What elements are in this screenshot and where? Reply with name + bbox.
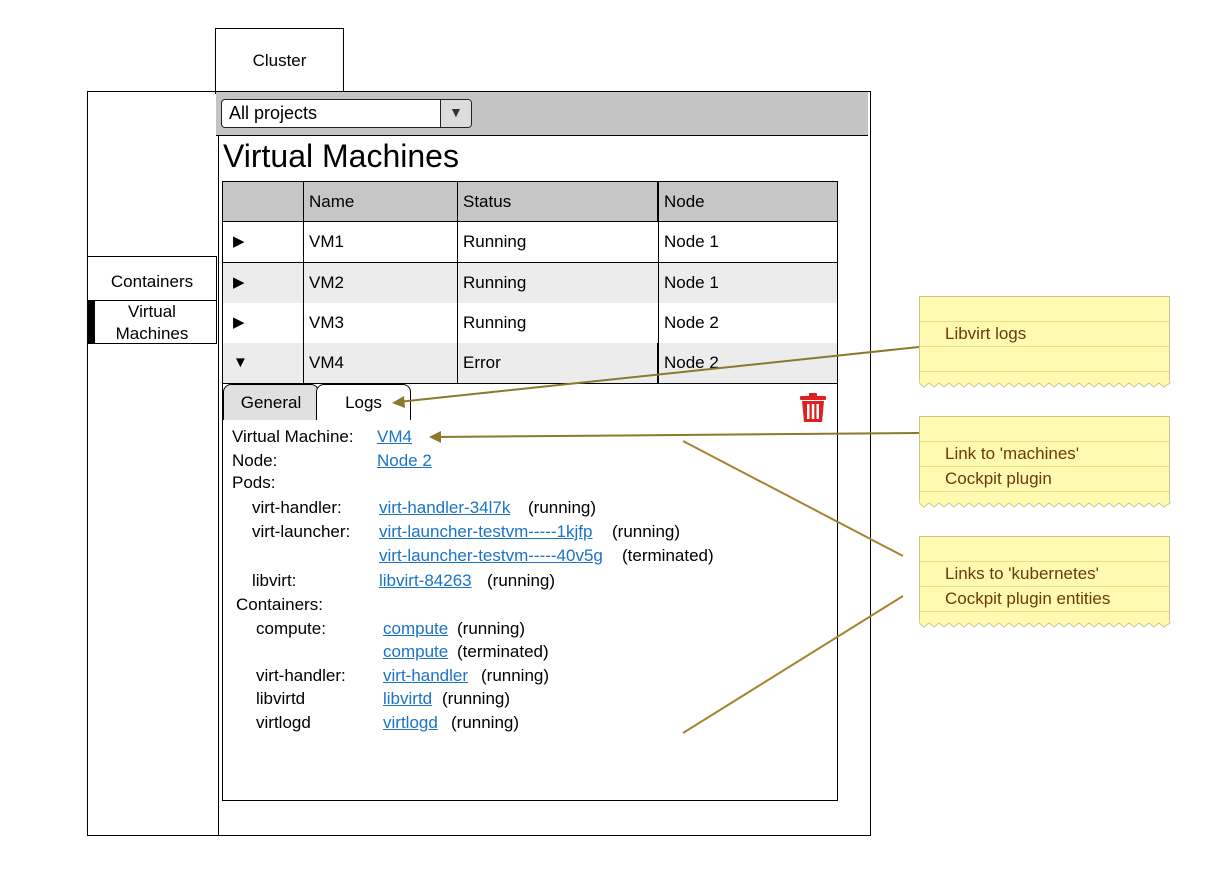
container-state: (running): [442, 689, 511, 708]
vm-detail-panel: [222, 383, 838, 801]
collapse-toggle-icon[interactable]: ▼: [223, 343, 304, 383]
label-virt-launcher: virt-launcher:: [252, 522, 351, 541]
sidebar-item-virtual-machines[interactable]: Virtual Machines: [87, 300, 217, 344]
virt-launcher-pod-link-1[interactable]: virt-launcher-testvm-----1kjfp: [379, 522, 593, 541]
annotation-note-libvirt-logs: Libvirt logs: [919, 296, 1171, 388]
sidebar-item-label: Containers: [110, 272, 194, 291]
note-text: Libvirt logs: [945, 324, 1027, 343]
expand-toggle-icon[interactable]: ▶: [223, 222, 304, 262]
label-pods: Pods:: [232, 473, 276, 492]
connector-kubernetes-bottom: [682, 595, 904, 734]
arrowhead-icon: [429, 431, 441, 443]
label-libvirt: libvirt:: [252, 571, 297, 590]
label-virtlogd: virtlogd: [256, 713, 311, 732]
container-state: (terminated): [457, 642, 549, 661]
delete-button[interactable]: [799, 393, 827, 423]
vm-node: Node 2: [664, 353, 719, 372]
vm-name: VM2: [303, 263, 458, 303]
note-text: Cockpit plugin: [945, 469, 1052, 488]
libvirtd-container-link[interactable]: libvirtd: [383, 689, 433, 708]
label-node: Node:: [232, 451, 278, 470]
cluster-tab[interactable]: Cluster: [215, 28, 344, 94]
project-select-value: All projects: [229, 103, 318, 123]
connector-kubernetes-top: [682, 440, 904, 557]
connector-machines: [435, 432, 920, 438]
pod-state: (terminated): [622, 546, 714, 565]
vm-status: Error: [457, 343, 659, 383]
label-container-virt-handler: virt-handler:: [256, 666, 346, 685]
annotation-note-machines-link: Link to 'machines' Cockpit plugin: [919, 416, 1171, 508]
table-row[interactable]: ▶ VM3 Running Node 2: [222, 303, 838, 344]
virt-launcher-pod-link-2[interactable]: virt-launcher-testvm-----40v5g: [379, 546, 603, 565]
vm-name: VM1: [303, 222, 458, 262]
container-state: (running): [481, 666, 550, 685]
pod-state: (running): [612, 522, 681, 541]
table-row-expanded[interactable]: ▼ VM4 Error Node 2: [222, 343, 838, 384]
pod-state: (running): [528, 498, 597, 517]
label-virt-handler: virt-handler:: [252, 498, 342, 517]
project-select[interactable]: All projects ▼: [221, 99, 472, 128]
note-text: Link to 'machines': [945, 444, 1080, 463]
container-state: (running): [451, 713, 520, 732]
label-libvirtd: libvirtd: [256, 689, 306, 708]
vm-name: VM4: [303, 343, 458, 383]
expand-toggle-icon[interactable]: ▶: [223, 303, 304, 343]
virt-handler-container-link[interactable]: virt-handler: [383, 666, 469, 685]
virt-handler-pod-link[interactable]: virt-handler-34l7k: [379, 498, 511, 517]
sidebar: [87, 91, 219, 836]
vm-name: VM3: [303, 303, 458, 343]
page-title: Virtual Machines: [223, 138, 459, 174]
expand-toggle-icon[interactable]: ▶: [223, 263, 304, 303]
note-text: Cockpit plugin entities: [945, 589, 1111, 608]
label-virtual-machine: Virtual Machine:: [232, 427, 354, 446]
column-header-status: Status: [457, 182, 659, 221]
label-containers: Containers:: [236, 595, 323, 614]
project-select-toggle[interactable]: ▼: [440, 100, 471, 127]
chevron-down-icon: ▼: [449, 104, 463, 120]
column-header-name: Name: [303, 182, 458, 221]
vm-node: Node 2: [664, 313, 719, 332]
node-link[interactable]: Node 2: [377, 451, 432, 470]
column-header-toggle: [223, 182, 304, 221]
arrowhead-icon: [392, 396, 405, 408]
table-header: Name Status Node: [222, 181, 838, 222]
label-compute: compute:: [256, 619, 326, 638]
column-header-node: Node: [664, 192, 705, 211]
note-text: Links to 'kubernetes': [945, 564, 1099, 583]
vm-status: Running: [457, 222, 659, 262]
trash-icon: [800, 393, 826, 422]
vm-node: Node 1: [664, 273, 719, 292]
table-row[interactable]: ▶ VM1 Running Node 1: [222, 222, 838, 263]
compute-container-link-1[interactable]: compute: [383, 619, 449, 638]
pod-state: (running): [487, 571, 556, 590]
vm-status: Running: [457, 303, 659, 343]
connector-logs: [397, 346, 920, 403]
sidebar-item-label-line1: Virtual: [128, 302, 176, 321]
container-state: (running): [457, 619, 526, 638]
annotation-note-kubernetes-links: Links to 'kubernetes' Cockpit plugin ent…: [919, 536, 1171, 628]
active-marker: [88, 301, 95, 343]
vm-link[interactable]: VM4: [377, 427, 412, 446]
sidebar-item-label-line2: Machines: [115, 324, 189, 343]
vm-node: Node 1: [664, 232, 719, 251]
compute-container-link-2[interactable]: compute: [383, 642, 449, 661]
virtlogd-container-link[interactable]: virtlogd: [383, 713, 438, 732]
sidebar-item-containers[interactable]: Containers: [87, 256, 217, 301]
libvirt-pod-link[interactable]: libvirt-84263: [379, 571, 472, 590]
vm-status: Running: [457, 263, 659, 303]
tab-general[interactable]: General: [223, 384, 319, 420]
